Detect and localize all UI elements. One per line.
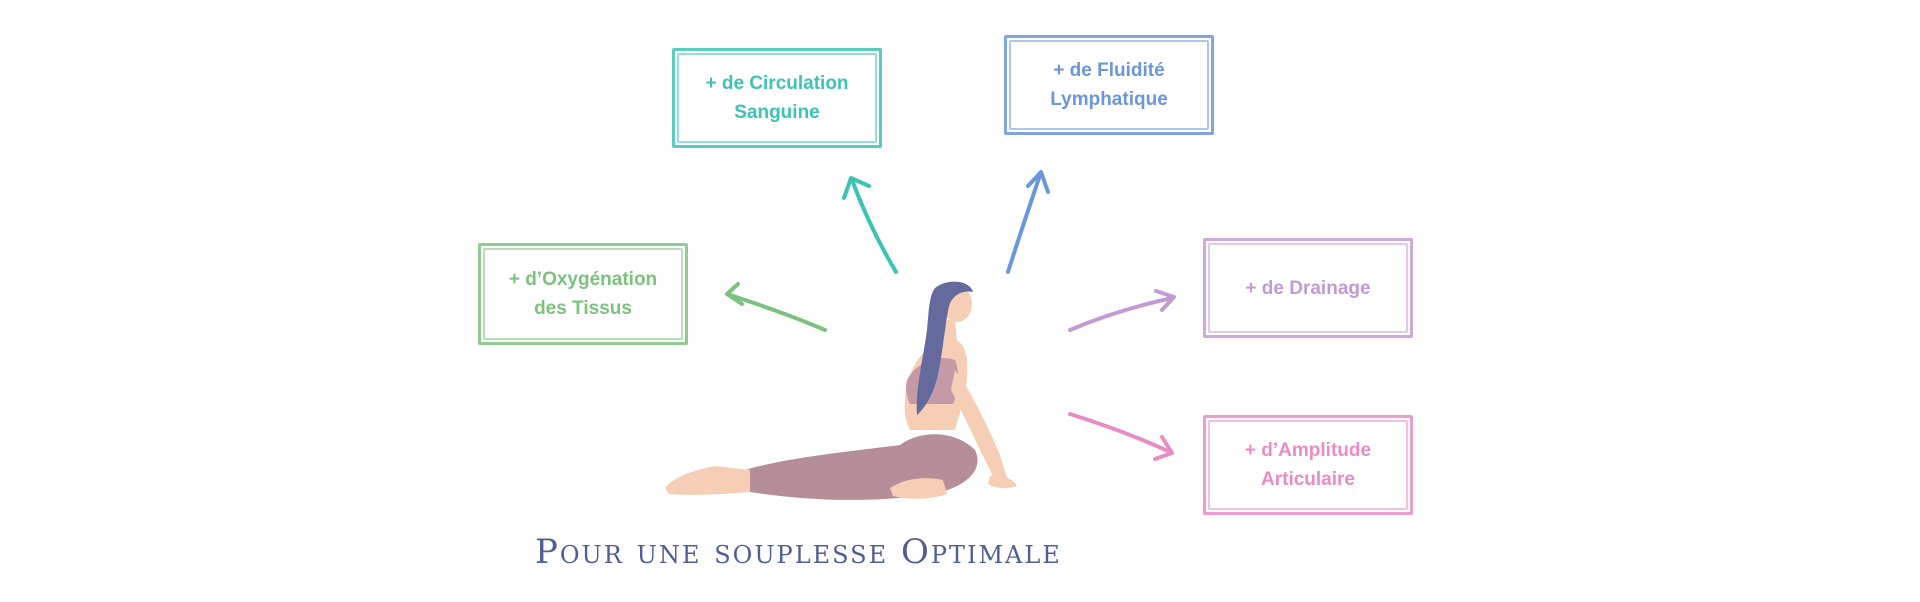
arrow-to-amplitude — [1068, 412, 1174, 461]
diagram-caption: Pour une souplesse Optimale — [535, 532, 1062, 572]
benefit-label-oxygenation: + d’Oxygénation des Tissus — [508, 269, 658, 319]
benefit-box-circulation: + de Circulation Sanguine — [672, 48, 882, 148]
benefit-label-fluidite: + de Fluidité Lymphatique — [1050, 60, 1168, 110]
yoga-pigeon-pose-woman-icon — [665, 281, 1017, 500]
benefit-box-drainage: + de Drainage — [1203, 238, 1413, 338]
benefit-box-fluidite: + de Fluidité Lymphatique — [1004, 35, 1214, 135]
benefit-label-circulation: + de Circulation Sanguine — [705, 73, 849, 123]
arrow-to-oxygenation — [725, 282, 827, 332]
arrow-to-fluidite — [1006, 170, 1050, 274]
arrow-to-circulation — [842, 176, 898, 274]
benefit-box-oxygenation: + d’Oxygénation des Tissus — [478, 243, 688, 345]
benefit-box-amplitude: + d’Amplitude Articulaire — [1203, 415, 1413, 515]
arrow-to-drainage — [1068, 289, 1176, 332]
benefit-label-drainage: + de Drainage — [1245, 277, 1371, 299]
benefit-label-amplitude: + d’Amplitude Articulaire — [1244, 440, 1372, 490]
